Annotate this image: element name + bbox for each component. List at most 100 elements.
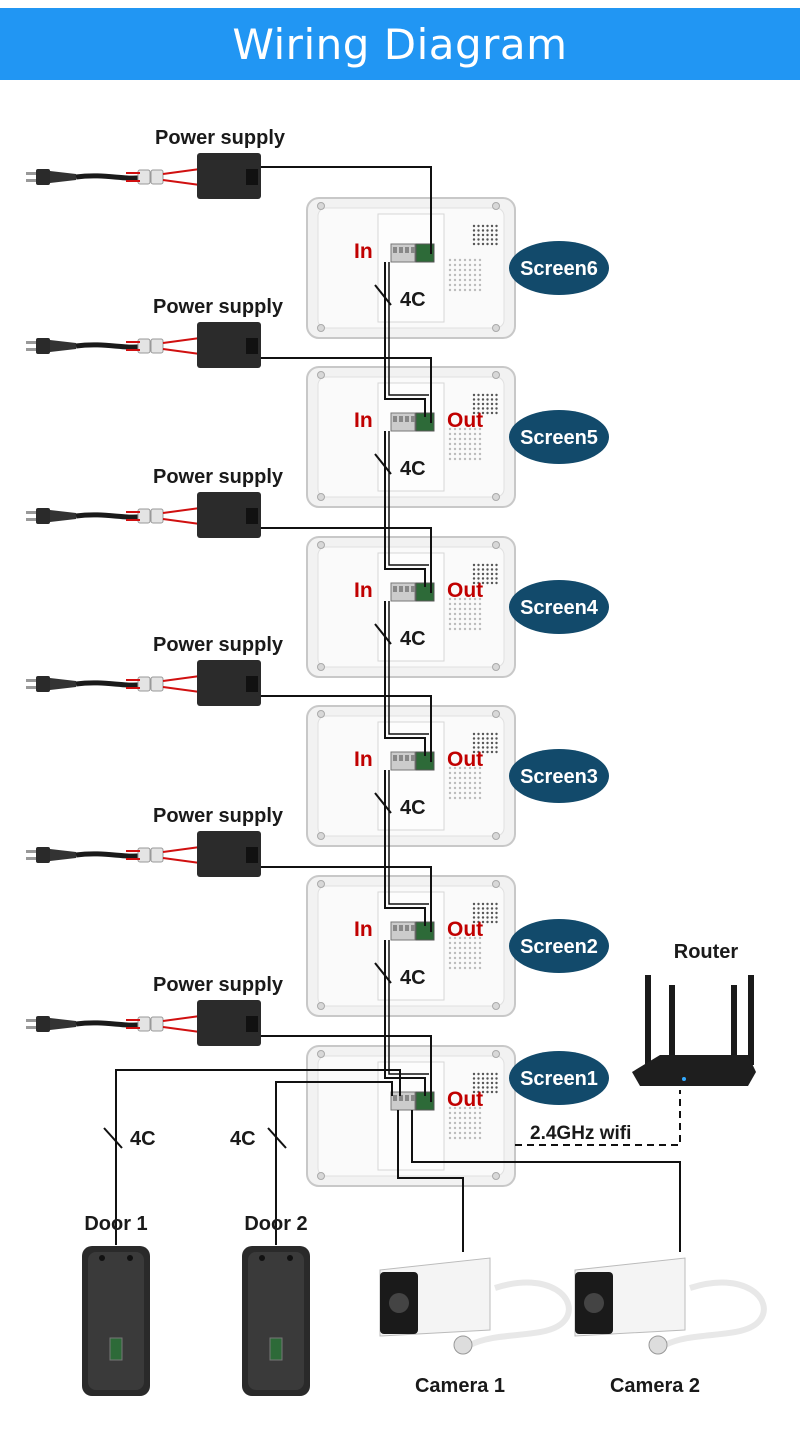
chain-wire	[388, 262, 429, 396]
screen-name: Screen2	[520, 936, 598, 958]
wire-connector	[137, 338, 164, 354]
screw-icon	[127, 1255, 133, 1261]
speaker-grille	[472, 563, 498, 585]
router-label: Router	[674, 941, 739, 963]
power-supply-box	[197, 322, 261, 368]
screen-name: Screen5	[520, 427, 598, 449]
screw-icon	[317, 663, 325, 671]
camera-label: Camera 2	[610, 1375, 700, 1397]
terminal-icon	[109, 1337, 123, 1361]
port-in-label: In	[354, 240, 373, 263]
screen-badge	[509, 919, 609, 973]
power-plug-icon	[26, 847, 147, 863]
screw-icon	[317, 541, 325, 549]
power-plug-icon	[26, 1016, 147, 1032]
port-in-label: In	[354, 748, 373, 771]
power-plug-icon	[26, 676, 147, 692]
screw-icon	[492, 202, 500, 210]
door2-wire	[275, 1081, 393, 1245]
door-label: Door 1	[84, 1213, 147, 1235]
power-wire	[261, 866, 432, 932]
door-station: Door 1	[82, 1213, 150, 1396]
power-supply-label: Power supply	[153, 974, 284, 996]
screw-icon	[317, 371, 325, 379]
chain-wire	[388, 431, 429, 566]
power-wire	[261, 1035, 432, 1102]
cable-4c-label: 4C	[400, 967, 426, 989]
power-supply: Power supply	[26, 805, 284, 877]
screw-icon	[317, 832, 325, 840]
connector-icon	[453, 1335, 473, 1355]
screen-name: Screen3	[520, 766, 598, 788]
screw-icon	[259, 1255, 265, 1261]
terminal-block	[390, 412, 435, 432]
camera: Camera 1	[379, 1257, 572, 1397]
power-supply-label: Power supply	[155, 127, 286, 149]
speaker-grille	[472, 902, 498, 924]
cable-4c-label: 4C	[400, 458, 426, 480]
door-station: Door 2	[242, 1213, 310, 1396]
door1-wire	[115, 1069, 401, 1245]
port-out-label: Out	[447, 1088, 483, 1111]
screen-name: Screen1	[520, 1068, 598, 1090]
chain-wire	[384, 940, 426, 1096]
speaker-grille	[472, 1072, 498, 1094]
port-out-label: Out	[447, 748, 483, 771]
power-supply: Power supply	[26, 466, 284, 538]
power-plug-icon	[26, 338, 147, 354]
door-label: Door 2	[244, 1213, 307, 1235]
cable-slash	[103, 1127, 123, 1149]
chain-wire	[384, 262, 426, 417]
power-wire	[261, 695, 432, 762]
camera1-wire	[397, 1110, 464, 1252]
camera-cable	[663, 1279, 767, 1348]
power-supply-box	[197, 660, 261, 706]
speaker-grille	[448, 766, 482, 800]
connector-icon	[648, 1335, 668, 1355]
screen-badge	[509, 749, 609, 803]
cable-slash	[267, 1127, 287, 1149]
screw-icon	[492, 663, 500, 671]
chain-wire	[384, 770, 426, 926]
terminal-block	[390, 582, 435, 602]
speaker-grille	[448, 258, 482, 292]
chain-wire	[384, 431, 426, 587]
screen-badge	[509, 241, 609, 295]
screw-icon	[492, 1172, 500, 1180]
terminal-block	[390, 921, 435, 941]
screw-icon	[492, 1050, 500, 1058]
screen-name: Screen6	[520, 258, 598, 280]
power-supply: Power supply	[26, 634, 284, 706]
router-icon	[632, 1055, 756, 1086]
power-supply-box	[197, 492, 261, 538]
cable-4c-label: 4C	[400, 797, 426, 819]
terminal-block	[390, 1091, 435, 1111]
power-supply-label: Power supply	[153, 296, 284, 318]
chain-wire	[388, 940, 429, 1075]
speaker-grille	[472, 224, 498, 246]
terminal-icon	[269, 1337, 283, 1361]
screen-name: Screen4	[520, 597, 599, 619]
speaker-grille	[472, 393, 498, 415]
port-out-label: Out	[447, 409, 483, 432]
power-supply-box	[197, 1000, 261, 1046]
screen-badge	[509, 1051, 609, 1105]
cable-4c-label: 4C	[400, 628, 426, 650]
wire-connector	[137, 508, 164, 524]
screen-unit: Out Screen1	[306, 1045, 609, 1187]
port-in-label: In	[354, 409, 373, 432]
cable-4c-label: 4C	[400, 289, 426, 311]
camera-label: Camera 1	[415, 1375, 505, 1397]
power-supply: Power supply	[26, 127, 286, 199]
power-wire	[261, 166, 432, 254]
power-plug-icon	[26, 169, 147, 185]
terminal-block	[390, 751, 435, 771]
power-supply-box	[197, 153, 261, 199]
